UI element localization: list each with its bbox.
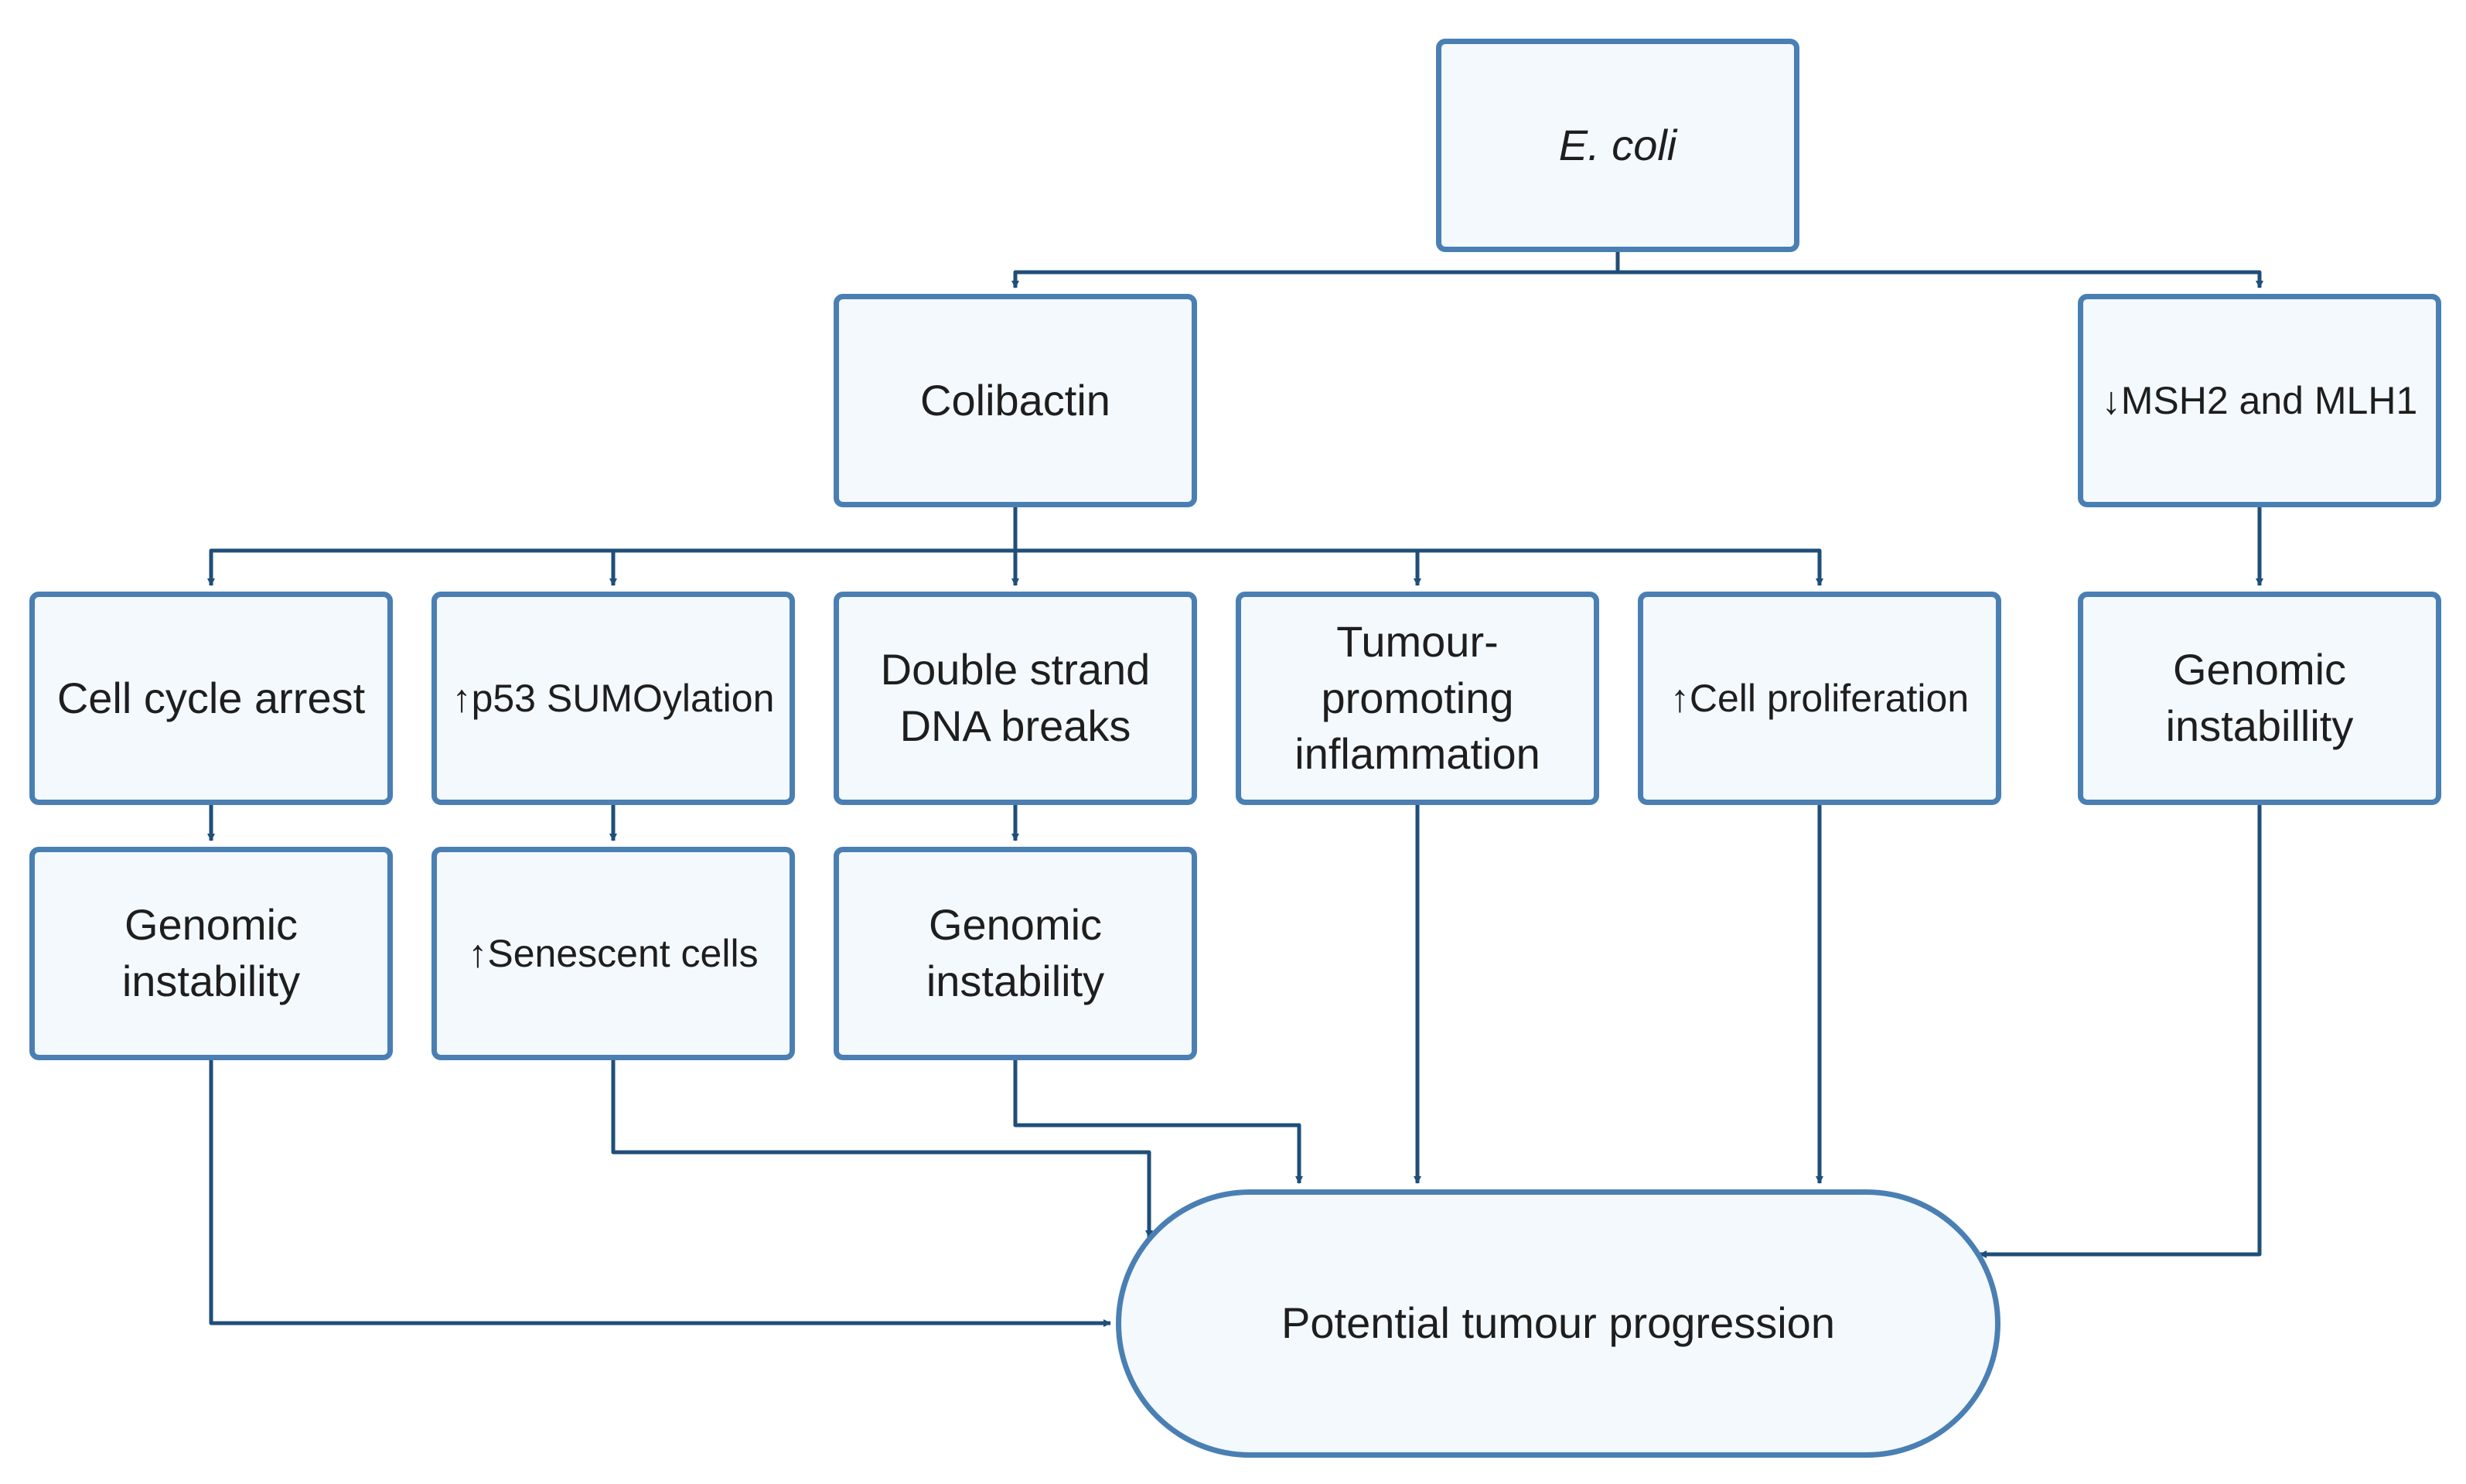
node-potential-tumour-progression: Potential tumour progression (1116, 1189, 2000, 1458)
arrow-ecoli-to-colibactin (1011, 252, 1620, 288)
node-msh2-mlh1-label: ↓MSH2 and MLH1 (2101, 378, 2418, 422)
arrow-genomic-2-to-outcome (1013, 1060, 1303, 1184)
node-tumour-promoting-inflammation-label: Tumour-promoting inflammation (1294, 616, 1540, 779)
node-ecoli: E. coli (1436, 39, 1799, 252)
node-ecoli-label: E. coli (1558, 120, 1677, 169)
node-colibactin-label: Colibactin (920, 375, 1110, 425)
arrow-genomic-right-to-outcome (1979, 805, 2262, 1258)
node-genomic-instability-right: Genomic instabillity (2078, 592, 2441, 805)
node-senescent-cells: ↑Senescent cells (431, 847, 795, 1060)
node-genomic-instability-right-label: Genomic instabillity (2165, 645, 2354, 750)
node-genomic-instability-1: Genomic instability (29, 847, 393, 1060)
node-msh2-mlh1: ↓MSH2 and MLH1 (2078, 294, 2441, 507)
node-cell-cycle-arrest: Cell cycle arrest (29, 592, 393, 805)
node-genomic-instability-2-label: Genomic instability (926, 900, 1105, 1005)
arrow-colibactin-to-inflammation (1015, 548, 1421, 586)
node-colibactin: Colibactin (834, 294, 1197, 507)
node-genomic-instability-2: Genomic instability (834, 847, 1197, 1060)
node-genomic-instability-1-label: Genomic instability (121, 900, 301, 1005)
arrow-colibactin-to-proliferation (1015, 548, 1823, 586)
node-cell-proliferation-label: ↑Cell proliferation (1670, 676, 1970, 720)
node-cell-cycle-arrest-label: Cell cycle arrest (56, 673, 366, 722)
node-p53-sumoylation: ↑p53 SUMOylation (431, 592, 795, 805)
node-tumour-promoting-inflammation: Tumour-promoting inflammation (1236, 592, 1599, 805)
arrow-colibactin-to-p53 (609, 548, 1015, 586)
arrow-ecoli-to-msh2 (1615, 252, 2263, 288)
node-p53-sumoylation-label: ↑p53 SUMOylation (452, 676, 775, 720)
node-senescent-cells-label: ↑Senescent cells (468, 931, 759, 975)
node-double-strand-breaks-label: Double strand DNA breaks (880, 645, 1151, 750)
arrow-genomic-1-to-outcome (209, 1060, 1111, 1327)
node-double-strand-breaks: Double strand DNA breaks (834, 592, 1197, 805)
arrow-senescent-to-outcome (611, 1060, 1153, 1238)
node-potential-tumour-progression-label: Potential tumour progression (1281, 1298, 1835, 1348)
node-cell-proliferation: ↑Cell proliferation (1638, 592, 2001, 805)
